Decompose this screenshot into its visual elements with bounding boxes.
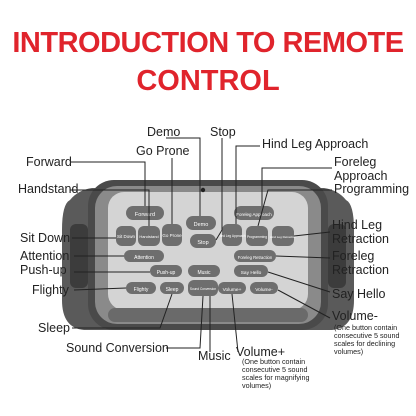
label-foreleg-approach-2: Approach (334, 169, 388, 183)
stop-button-label: Stop (197, 240, 208, 246)
label-hind-leg-approach: Hind Leg Approach (262, 137, 368, 151)
handstand-button[interactable]: Handstand (138, 226, 160, 246)
volume-plus-button-label: Volume+ (223, 287, 242, 293)
label-programming: Programming (334, 182, 409, 196)
volume-minus-button[interactable]: Volume- (250, 282, 278, 294)
label-sound-conversion: Sound Conversion (66, 341, 169, 355)
label-volume-minus-note-2: consecutive 5 sound (334, 331, 400, 340)
hind-leg-approach-button[interactable]: Hind Leg Approach (218, 224, 246, 246)
hind-leg-retraction-button[interactable]: Hind Leg Retraction (270, 226, 297, 246)
foreleg-retraction-button[interactable]: Foreleg Retraction (234, 250, 276, 262)
flighty-button[interactable]: Flighty (126, 282, 156, 294)
label-stop: Stop (210, 125, 236, 139)
leader-volume-plus (231, 293, 239, 353)
sleep-button-label: Sleep (166, 287, 179, 293)
label-go-prone: Go Prone (136, 144, 190, 158)
sit-down-button-label: Sit Down (117, 234, 136, 239)
sleep-button[interactable]: Sleep (160, 282, 184, 294)
leader-demo (166, 137, 201, 216)
label-sleep: Sleep (38, 321, 70, 335)
push-up-button-label: Push-up (157, 270, 176, 276)
label-volume-minus-note-4: volumes) (334, 347, 363, 356)
label-push-up: Push-up (20, 263, 67, 277)
label-volume-plus: Volume+ (236, 345, 285, 359)
label-volume-plus-note-2: consecutive 5 sound (242, 365, 308, 374)
push-up-button[interactable]: Push-up (150, 265, 182, 277)
foreleg-approach-button-label: Foreleg Approach (236, 212, 272, 217)
attention-button-label: Attention (134, 255, 154, 261)
title-line-1: INTRODUCTION TO REMOTE (12, 27, 403, 59)
label-handstand: Handstand (18, 182, 79, 196)
remote-buttons: Forward Demo Foreleg Approach Sit Down H… (116, 206, 297, 296)
music-button-label: Music (197, 270, 211, 276)
volume-minus-button-label: Volume- (255, 287, 273, 293)
leader-handstand (70, 189, 150, 226)
foreleg-approach-button[interactable]: Foreleg Approach (234, 206, 274, 220)
leader-volume-minus (277, 289, 331, 319)
sound-conversion-button-label: Sound Conversion (190, 287, 216, 291)
leader-sleep (72, 293, 173, 329)
leader-forward (70, 161, 146, 206)
label-hind-leg-retraction-1: Hind Leg (332, 218, 382, 232)
attention-button[interactable]: Attention (124, 250, 164, 262)
leader-foreleg-retraction (275, 255, 331, 259)
handstand-button-label: Handstand (139, 234, 158, 239)
callout-labels: Demo Go Prone Stop Hind Leg Approach For… (18, 125, 409, 390)
say-hello-button-label: Say Hello (241, 270, 262, 276)
label-volume-minus: Volume- (332, 309, 378, 323)
label-demo: Demo (147, 125, 180, 139)
label-music: Music (198, 349, 231, 363)
label-forward: Forward (26, 155, 72, 169)
label-flighty: Flighty (32, 283, 70, 297)
label-volume-plus-note-3: scales for magnifying (242, 373, 310, 382)
demo-button[interactable]: Demo (186, 216, 216, 230)
forward-button[interactable]: Forward (126, 206, 164, 220)
label-volume-plus-note-1: (One button contain (242, 357, 305, 366)
leader-lines (70, 137, 332, 353)
volume-plus-button[interactable]: Volume+ (218, 282, 246, 294)
label-say-hello: Say Hello (332, 287, 386, 301)
sound-conversion-button[interactable]: Sound Conversion (188, 280, 218, 296)
leader-flighty (73, 287, 127, 291)
label-volume-plus-note-4: volumes) (242, 381, 271, 390)
title-block: INTRODUCTION TO REMOTE CONTROL (12, 27, 405, 98)
programming-button-label: Programming (247, 235, 267, 239)
forward-button-label: Forward (135, 212, 155, 218)
label-foreleg-approach-1: Foreleg (334, 155, 376, 169)
leader-say-hello (267, 271, 331, 293)
music-button[interactable]: Music (188, 265, 220, 277)
say-hello-button[interactable]: Say Hello (234, 265, 268, 277)
label-volume-minus-note-3: scales for declining (334, 339, 395, 348)
flighty-button-label: Flighty (134, 287, 149, 293)
title-line-2: CONTROL (136, 65, 279, 97)
demo-button-label: Demo (194, 222, 209, 228)
hind-leg-approach-button-label: Hind Leg Approach (218, 234, 245, 238)
label-foreleg-retraction-2: Retraction (332, 263, 389, 277)
go-prone-button-label: Go Prone (162, 233, 182, 238)
label-hind-leg-retraction-2: Retraction (332, 232, 389, 246)
programming-button[interactable]: Programming (246, 226, 268, 246)
foreleg-retraction-button-label: Foreleg Retraction (238, 255, 273, 260)
go-prone-button[interactable]: Go Prone (162, 224, 182, 246)
leader-hind-leg-retraction (293, 231, 331, 237)
label-sit-down: Sit Down (20, 231, 70, 245)
leader-sound-conversion (166, 295, 204, 349)
leader-hind-leg-approach (235, 145, 260, 224)
label-attention: Attention (20, 249, 69, 263)
sit-down-button[interactable]: Sit Down (116, 226, 136, 246)
label-foreleg-retraction-1: Foreleg (332, 249, 374, 263)
leader-programming (257, 189, 332, 227)
label-volume-minus-note-1: (One button contain (334, 323, 397, 332)
leader-foreleg-approach (261, 167, 332, 206)
leader-stop (215, 138, 223, 241)
stop-button[interactable]: Stop (190, 234, 216, 248)
hind-leg-retraction-button-label: Hind Leg Retraction (270, 235, 297, 239)
